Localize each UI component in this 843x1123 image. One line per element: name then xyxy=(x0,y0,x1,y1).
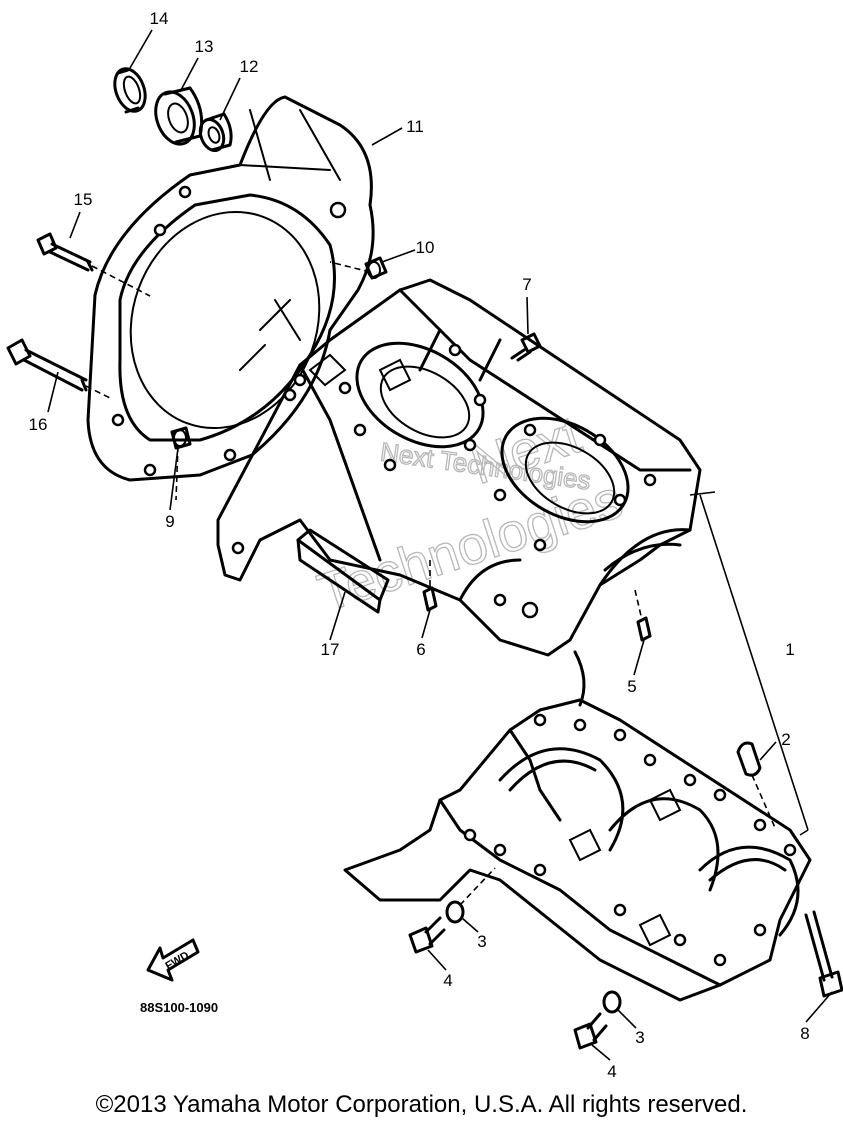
callout-c6: 6 xyxy=(416,640,425,659)
knock-pin-2 xyxy=(736,741,777,831)
bolt-8 xyxy=(804,910,843,998)
crankcase-cover xyxy=(86,95,375,482)
gasket-pad xyxy=(296,528,390,614)
callout-c9: 9 xyxy=(165,512,174,531)
callout-c12: 12 xyxy=(240,57,259,76)
collar xyxy=(198,112,233,152)
bolt-15 xyxy=(36,232,151,297)
callout-c10: 10 xyxy=(416,238,435,257)
copyright-notice: ©2013 Yamaha Motor Corporation, U.S.A. A… xyxy=(95,1091,748,1118)
dowel-pin-9 xyxy=(170,426,192,501)
dowel-pin-10 xyxy=(329,256,388,280)
callout-c4b: 4 xyxy=(607,1062,616,1081)
dowel-pin-5 xyxy=(634,589,652,642)
callout-c15: 15 xyxy=(74,190,93,209)
oil-seal-ring xyxy=(113,67,147,114)
callout-c2: 2 xyxy=(781,730,790,749)
washer-3a xyxy=(445,867,496,924)
bolt-4b xyxy=(573,1012,608,1050)
callout-c16: 16 xyxy=(29,415,48,434)
callout-c1: 1 xyxy=(785,640,794,659)
leader-lines xyxy=(47,29,833,1061)
bolt-7 xyxy=(510,332,542,362)
callout-c17: 17 xyxy=(321,640,340,659)
callout-c3a: 3 xyxy=(477,932,486,951)
bolt-4a xyxy=(408,916,446,954)
callout-c13: 13 xyxy=(195,37,214,56)
diagram-code: 88S100-1090 xyxy=(140,1000,218,1015)
lower-crankcase xyxy=(343,650,812,1002)
callout-c8: 8 xyxy=(800,1024,809,1043)
dowel-pin-6 xyxy=(422,560,438,612)
washer-3b xyxy=(602,990,622,1014)
callout-c14: 14 xyxy=(150,9,169,28)
callout-c5: 5 xyxy=(627,677,636,696)
callout-c3b: 3 xyxy=(635,1028,644,1047)
callout-c11: 11 xyxy=(406,117,424,136)
bearing xyxy=(154,86,204,146)
upper-crankcase xyxy=(216,278,702,657)
fwd-label: FWD xyxy=(163,949,191,972)
callout-c7: 7 xyxy=(522,275,531,294)
bolt-16 xyxy=(6,338,111,399)
callout-c4a: 4 xyxy=(443,971,452,990)
fwd-arrow-icon: FWD xyxy=(146,938,200,982)
